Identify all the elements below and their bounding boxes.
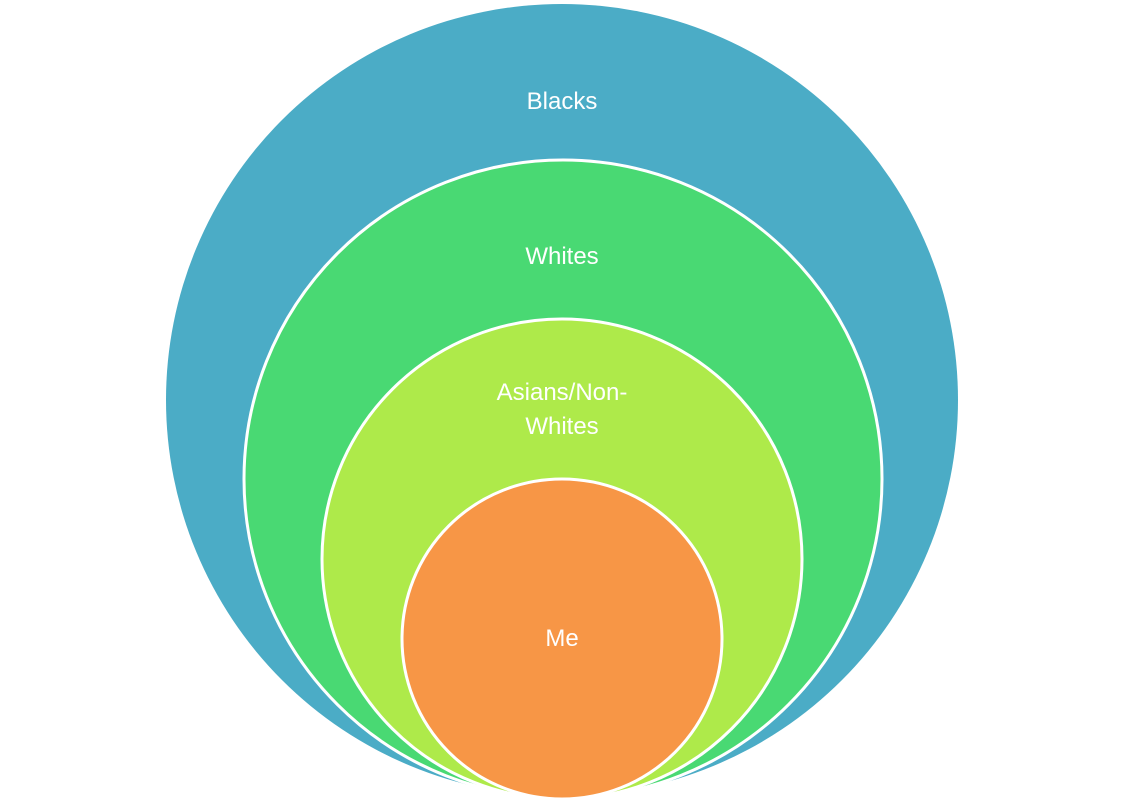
ring-me: [400, 477, 724, 800]
label-asians-line1: Asians/Non-: [497, 379, 628, 406]
label-me: Me: [545, 625, 578, 652]
label-blacks: Blacks: [527, 88, 598, 115]
label-asians-line2: Whites: [525, 413, 598, 440]
label-whites: Whites: [525, 243, 598, 270]
